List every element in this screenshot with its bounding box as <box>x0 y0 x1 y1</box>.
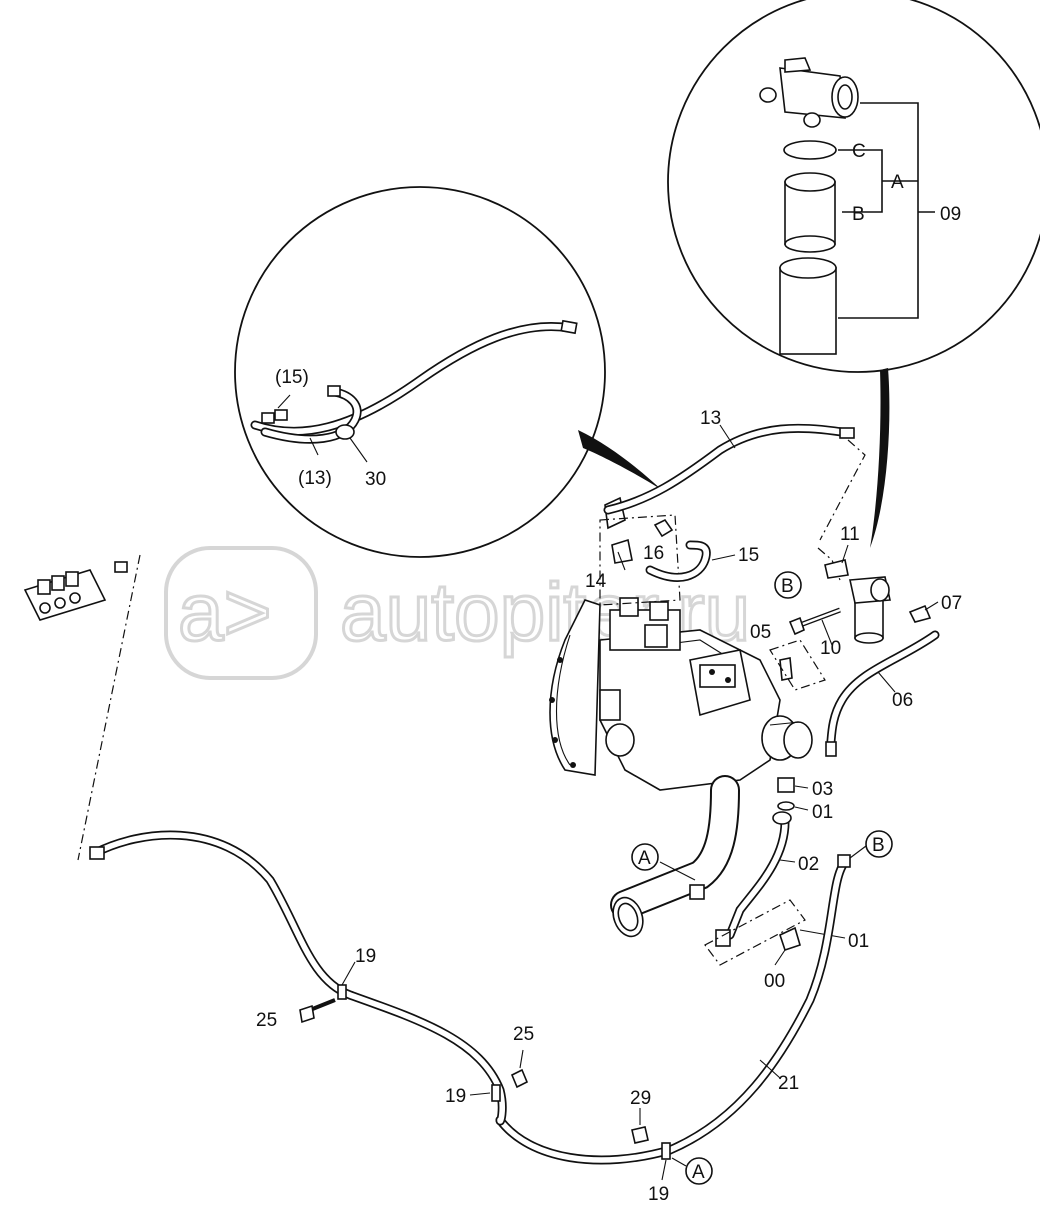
detail-circle-filter: C A B 09 <box>667 0 1040 548</box>
label-10: 10 <box>820 638 841 659</box>
label-09: 09 <box>940 204 961 225</box>
label-a: A <box>891 172 904 193</box>
callout-a-bottom-text: A <box>692 1162 705 1183</box>
callout-b-right: B <box>849 830 893 859</box>
filter-case <box>779 257 837 355</box>
label-01-upper: 01 <box>812 802 833 823</box>
bolt-10: 10 <box>788 607 841 659</box>
watermark-logo-text: a> <box>178 567 272 658</box>
label-02: 02 <box>798 854 819 875</box>
label-15: 15 <box>738 545 759 566</box>
callout-b-upper: B <box>774 571 802 599</box>
filter-element <box>784 172 836 253</box>
callout-a-mid: A <box>631 843 659 871</box>
pump-assembly <box>549 496 813 800</box>
label-11: 11 <box>840 524 860 545</box>
label-25-mid: 25 <box>513 1024 534 1045</box>
label-19-top: 19 <box>355 946 376 967</box>
label-c: C <box>852 141 866 162</box>
label-03: 03 <box>812 779 833 800</box>
pilot-valve-block <box>23 561 128 621</box>
label-29: 29 <box>630 1088 651 1109</box>
filter-mount: 11 <box>824 524 891 644</box>
label-16: 16 <box>643 543 664 564</box>
o-ring <box>783 140 837 160</box>
label-06: 06 <box>892 690 913 711</box>
callout-b-upper-text: B <box>781 576 794 597</box>
callout-a-bottom: A <box>671 1157 713 1185</box>
label-13-detail: (13) <box>298 468 332 489</box>
label-05: 05 <box>750 622 771 643</box>
label-25-left: 25 <box>256 1010 277 1031</box>
label-b: B <box>852 204 865 225</box>
label-14: 14 <box>585 571 607 592</box>
label-15-detail: (15) <box>275 367 309 388</box>
label-13: 13 <box>700 408 721 429</box>
label-30-detail: 30 <box>365 469 386 490</box>
label-19-mid: 19 <box>445 1086 466 1107</box>
label-00: 00 <box>764 971 785 992</box>
filter-head <box>759 57 859 128</box>
callout-a-mid-text: A <box>638 848 651 869</box>
label-07: 07 <box>941 593 962 614</box>
label-19-bottom: 19 <box>648 1184 669 1205</box>
detail-circle-hose-routing: (15) (13) 30 <box>234 186 662 558</box>
label-01-lower: 01 <box>848 931 869 952</box>
detail-pointer <box>578 430 662 490</box>
suction-pipe <box>610 775 740 938</box>
label-21: 21 <box>778 1073 799 1094</box>
detail-pointer-filter <box>870 368 890 548</box>
callout-b-right-text: B <box>872 835 885 856</box>
